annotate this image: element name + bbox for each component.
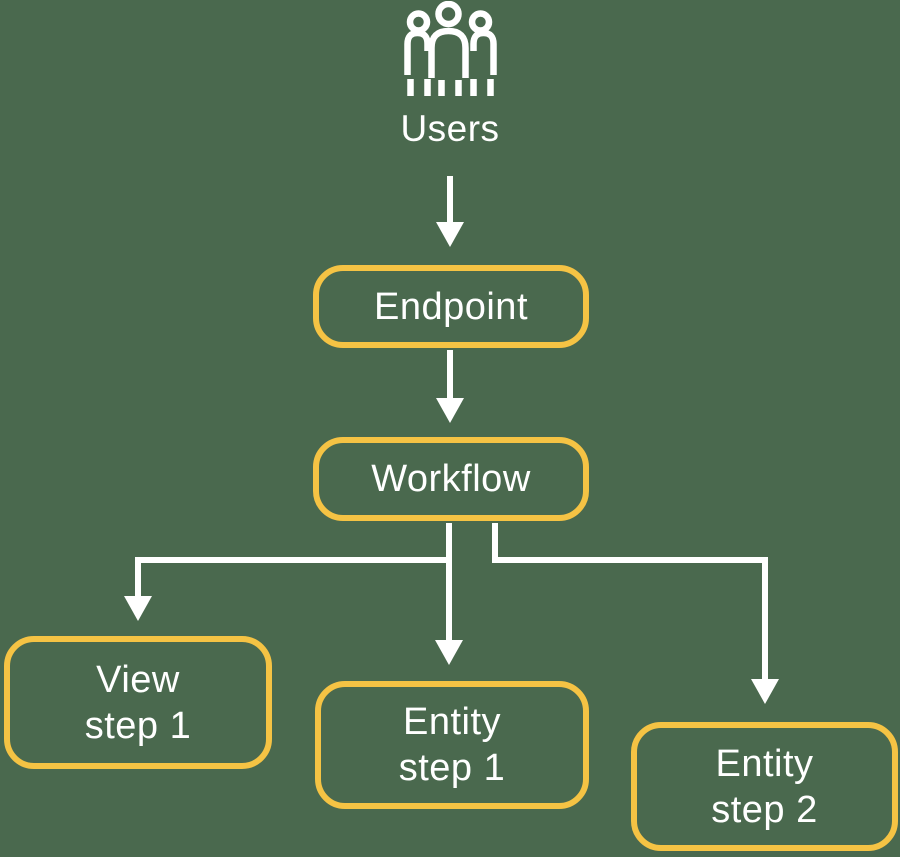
node-entity-step1-label-line2: step 1	[398, 747, 506, 789]
node-users-label: Users	[400, 108, 500, 149]
node-entity-step1-label-line1: Entity	[402, 701, 502, 743]
node-view-step1-label-line2: step 1	[84, 704, 192, 747]
users-icon-right-body	[470, 29, 497, 96]
users-icon	[404, 1, 497, 96]
node-entity-step1: Entity step 1	[315, 681, 589, 809]
users-icon-left-head	[406, 10, 431, 34]
node-entity-step2-label-line1: Entity	[715, 742, 814, 785]
users-icon-right-head	[468, 10, 493, 34]
users-icon-center-head	[435, 1, 462, 28]
node-view-step1: View step 1	[4, 636, 272, 769]
node-workflow: Workflow	[313, 437, 589, 521]
users-icon-center-body	[428, 27, 469, 96]
node-entity-step2-label-line2: step 2	[711, 788, 818, 831]
node-endpoint: Endpoint	[313, 265, 589, 348]
node-view-step1-label-line1: View	[96, 658, 180, 701]
arrow-workflow-to-entity-step1	[435, 523, 463, 665]
users-icon-left-body	[404, 29, 431, 96]
arrow-workflow-to-view-step1	[124, 523, 452, 621]
arrow-users-to-endpoint	[436, 176, 464, 247]
arrow-endpoint-to-workflow	[436, 350, 464, 423]
node-workflow-label: Workflow	[371, 458, 531, 500]
node-endpoint-label: Endpoint	[373, 285, 528, 328]
arrow-workflow-to-entity-step2	[492, 523, 779, 704]
node-entity-step2: Entity step 2	[631, 722, 898, 851]
